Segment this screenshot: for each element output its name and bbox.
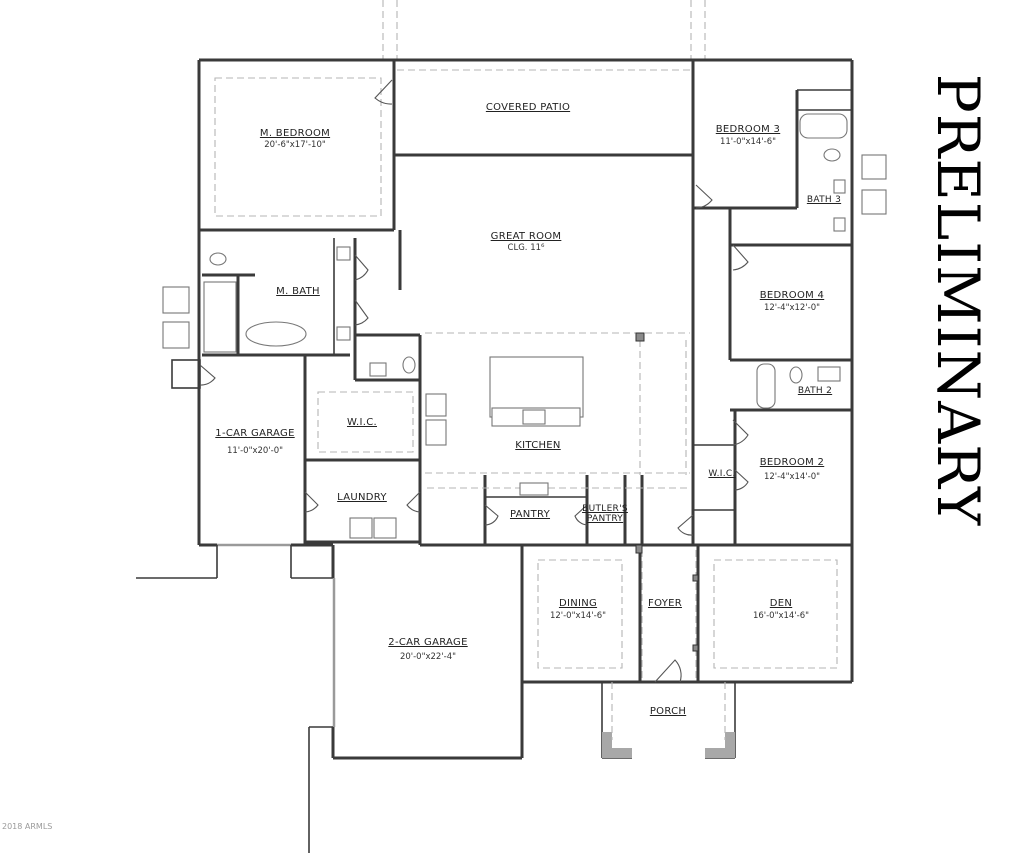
room-dims-bedroom-3: 11'-0"x14'-6" bbox=[719, 137, 777, 147]
room-dims-den: 16'-0"x14'-6" bbox=[752, 611, 810, 621]
room-label-master-bedroom: M. BEDROOM bbox=[259, 128, 331, 139]
kitchen-island bbox=[489, 356, 584, 418]
room-dims-great-room: CLG. 11⁶ bbox=[507, 243, 545, 253]
room-label-bath-2: BATH 2 bbox=[797, 386, 833, 396]
room-dims-dining: 12'-0"x14'-6" bbox=[549, 611, 607, 621]
ac-unit-4 bbox=[861, 189, 887, 215]
vanity-master-2 bbox=[336, 326, 351, 341]
room-dims-master-bedroom: 20'-6"x17'-10" bbox=[264, 140, 326, 150]
room-label-dining: DINING bbox=[558, 598, 598, 609]
room-label-covered-patio: COVERED PATIO bbox=[485, 102, 571, 113]
room-label-bedroom-3: BEDROOM 3 bbox=[715, 124, 781, 135]
room-label-bath-3: BATH 3 bbox=[806, 195, 842, 205]
room-label-foyer: FOYER bbox=[648, 598, 682, 609]
bathtub-bath3 bbox=[799, 113, 848, 139]
room-label-den: DEN bbox=[769, 598, 793, 609]
pantry-shelf bbox=[519, 482, 549, 496]
toilet-powder bbox=[402, 356, 416, 374]
room-label-porch: PORCH bbox=[649, 706, 687, 717]
room-dims-bedroom-2: 12'-4"x14'-0" bbox=[763, 472, 821, 482]
room-label-bedroom-2-wic: W.I.C. bbox=[708, 469, 736, 479]
dryer bbox=[373, 517, 397, 539]
vanity-bath3-2 bbox=[833, 217, 846, 232]
room-label-kitchen: KITCHEN bbox=[515, 440, 561, 451]
copyright-watermark: 2018 ARMLS bbox=[2, 822, 53, 831]
columns bbox=[635, 332, 699, 652]
room-dims-1-car-garage: 11'-0"x20'-0" bbox=[226, 446, 284, 456]
interior-walls bbox=[199, 60, 852, 682]
roof-projection-lines bbox=[382, 0, 706, 60]
room-label-pantry: PANTRY bbox=[509, 509, 551, 520]
bathtub-oval bbox=[245, 321, 307, 347]
room-label-master-wic: W.I.C. bbox=[346, 417, 378, 428]
fixtures bbox=[162, 113, 887, 539]
room-label-butlers-pantry: BUTLER'S PANTRY bbox=[582, 504, 628, 524]
washer bbox=[349, 517, 373, 539]
door-swings bbox=[199, 79, 749, 683]
room-label-bedroom-4: BEDROOM 4 bbox=[759, 290, 825, 301]
room-dims-2-car-garage: 20'-0"x22'-4" bbox=[399, 652, 457, 662]
room-label-1-car-garage: 1-CAR GARAGE bbox=[215, 428, 295, 439]
room-label-laundry: LAUNDRY bbox=[337, 492, 387, 503]
ac-unit-2 bbox=[162, 321, 190, 349]
sink-powder bbox=[369, 362, 387, 377]
ac-unit-3 bbox=[861, 154, 887, 180]
ac-unit-1 bbox=[162, 286, 190, 314]
toilet-master bbox=[209, 252, 227, 266]
room-label-bedroom-2: BEDROOM 2 bbox=[759, 457, 825, 468]
dashed-ceiling-lines bbox=[214, 69, 838, 740]
fridge bbox=[425, 419, 447, 446]
room-label-master-bath: M. BATH bbox=[276, 286, 320, 297]
sink-bath2 bbox=[817, 366, 841, 382]
shower bbox=[203, 281, 237, 353]
room-label-great-room: GREAT ROOM bbox=[490, 231, 562, 242]
toilet-bath3 bbox=[823, 148, 841, 162]
toilet-bath2 bbox=[789, 366, 803, 384]
kitchen-sink bbox=[522, 409, 546, 425]
exterior-walls bbox=[136, 58, 854, 853]
preliminary-stamp: PRELIMINARY bbox=[924, 73, 992, 527]
bathtub-bath2 bbox=[756, 363, 776, 409]
vanity-master-1 bbox=[336, 246, 351, 261]
room-dims-bedroom-4: 12'-4"x12'-0" bbox=[763, 303, 821, 313]
room-label-2-car-garage: 2-CAR GARAGE bbox=[388, 637, 468, 648]
range bbox=[425, 393, 447, 417]
vanity-bath3-1 bbox=[833, 179, 846, 194]
water-heater-box bbox=[171, 359, 201, 389]
